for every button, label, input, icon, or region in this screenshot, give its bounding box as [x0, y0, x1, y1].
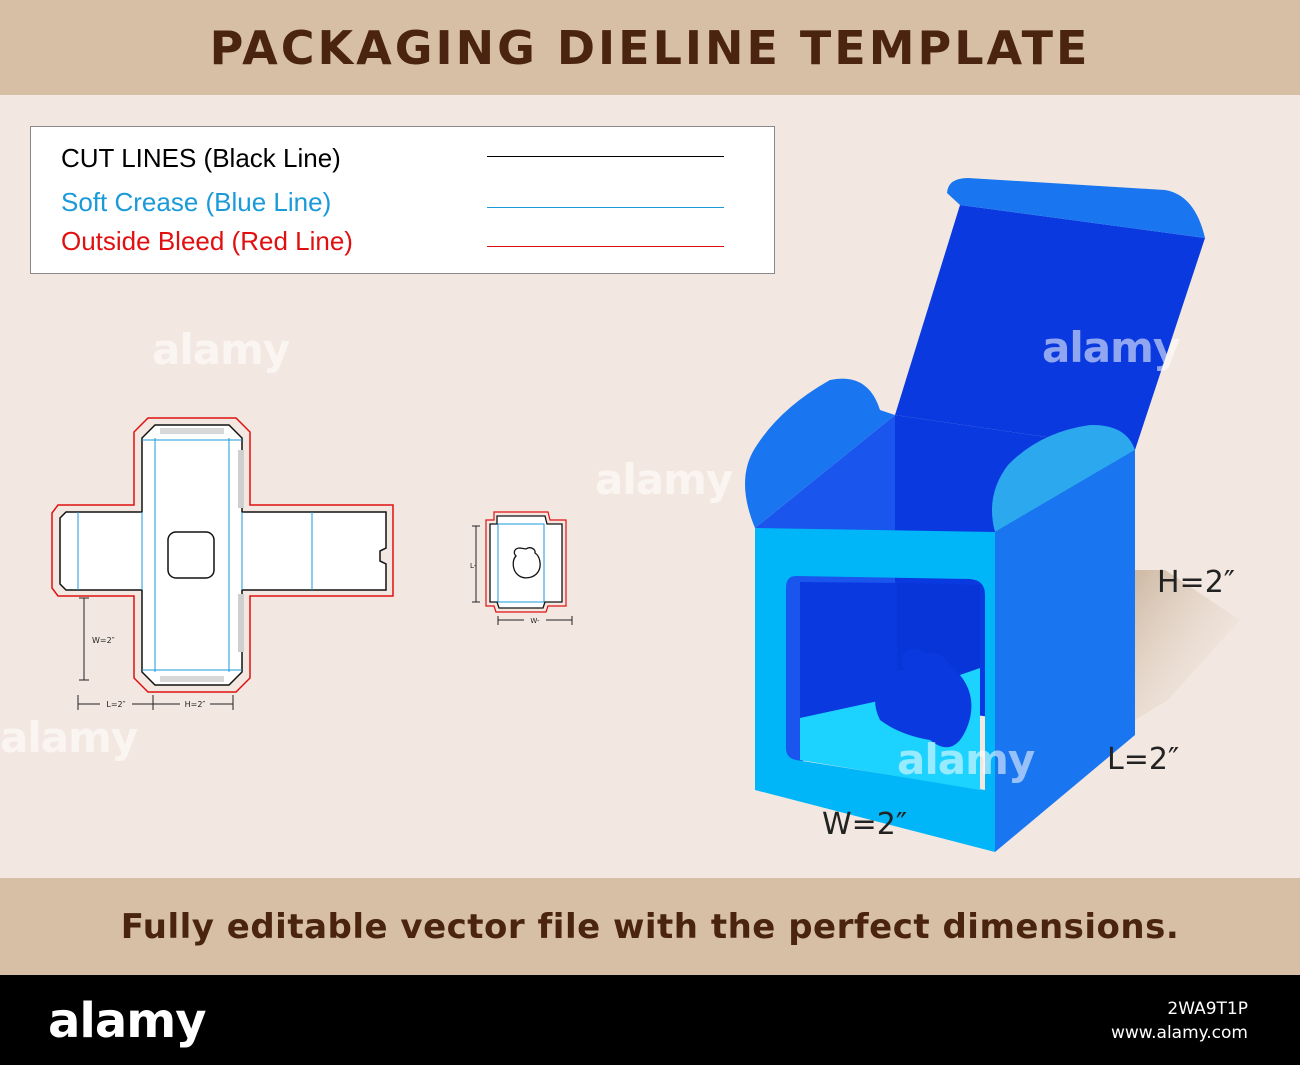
page-title: PACKAGING DIELINE TEMPLATE — [209, 20, 1091, 75]
box-lid-tuck-flap — [947, 178, 1205, 238]
insert-crease-square — [497, 523, 545, 603]
stock-brand-logo: alamy — [48, 993, 207, 1049]
header-banner: PACKAGING DIELINE TEMPLATE — [0, 0, 1300, 95]
box-3d-mockup: H=2″ L=2″ W=2″ — [745, 178, 1240, 852]
watermark-logo: alamy — [1042, 323, 1180, 372]
box-cupcake-hole — [875, 648, 972, 748]
box-side-face — [995, 450, 1135, 852]
insert-dimension-lines — [472, 525, 573, 625]
stock-image-id: 2WA9T1P — [1167, 999, 1248, 1019]
dieline-window-cutout — [167, 531, 215, 579]
box-dust-flap-left — [745, 378, 895, 528]
stock-site-url: www.alamy.com — [1110, 1023, 1248, 1043]
box-dim-h-label: H=2″ — [1157, 565, 1235, 600]
insert-cupcake-cutout — [512, 547, 541, 579]
box-window-interior — [800, 582, 980, 790]
watermark-logo: alamy — [0, 713, 138, 762]
line-legend: CUT LINES (Black Line) Soft Crease (Blue… — [30, 126, 775, 274]
insert-bleed-outline — [485, 511, 567, 613]
dieline-dim-w-label: W=2″ — [92, 636, 115, 645]
stock-info: 2WA9T1P www.alamy.com — [1111, 997, 1248, 1045]
dieline-glue-flap-top — [238, 450, 244, 508]
box-dust-flap-right — [991, 424, 1135, 532]
dieline-dimension-lines — [77, 597, 234, 710]
dieline-dim-l-label: L=2″ — [106, 700, 125, 709]
legend-cut-lines-label: CUT LINES (Black Line) — [61, 143, 341, 173]
watermark-logo: alamy — [152, 325, 290, 374]
legend-outside-bleed-swatch — [487, 246, 724, 247]
legend-soft-crease-label: Soft Crease (Blue Line) — [61, 187, 332, 217]
watermark-logo: alamy — [595, 455, 733, 504]
box-dim-l-label: L=2″ — [1107, 742, 1179, 777]
footer-tagline: Fully editable vector file with the perf… — [120, 906, 1180, 947]
dieline-crease-lines — [77, 438, 313, 672]
box-front-face — [755, 528, 995, 852]
legend-cut-lines-swatch — [487, 156, 724, 157]
stock-bar: alamy 2WA9T1P www.alamy.com — [0, 975, 1300, 1065]
dieline-bleed-outline — [51, 417, 394, 693]
dieline-dim-h-label: H=2″ — [185, 700, 206, 709]
watermark-logo: alamy — [897, 735, 1035, 784]
legend-outside-bleed-label: Outside Bleed (Red Line) — [61, 226, 353, 256]
box-shadow — [1135, 570, 1240, 720]
insert-dim-l-label: L- — [470, 562, 477, 570]
legend-soft-crease-swatch — [487, 207, 724, 208]
dieline-tuck-shade-top — [160, 428, 224, 434]
dieline-cut-outline — [59, 424, 387, 686]
dieline-tuck-shade-bottom — [160, 676, 224, 682]
box-dim-w-label: W=2″ — [822, 807, 907, 842]
insert-dim-w-label: W- — [530, 617, 540, 625]
insert-dieline: L- W- — [470, 511, 573, 625]
dieline-glue-flap-bottom — [238, 594, 244, 652]
box-lid-outer — [895, 205, 1205, 450]
main-canvas: CUT LINES (Black Line) Soft Crease (Blue… — [0, 95, 1300, 878]
footer-banner: Fully editable vector file with the perf… — [0, 878, 1300, 975]
flat-dieline: W=2″ L=2″ H=2″ — [51, 417, 394, 710]
